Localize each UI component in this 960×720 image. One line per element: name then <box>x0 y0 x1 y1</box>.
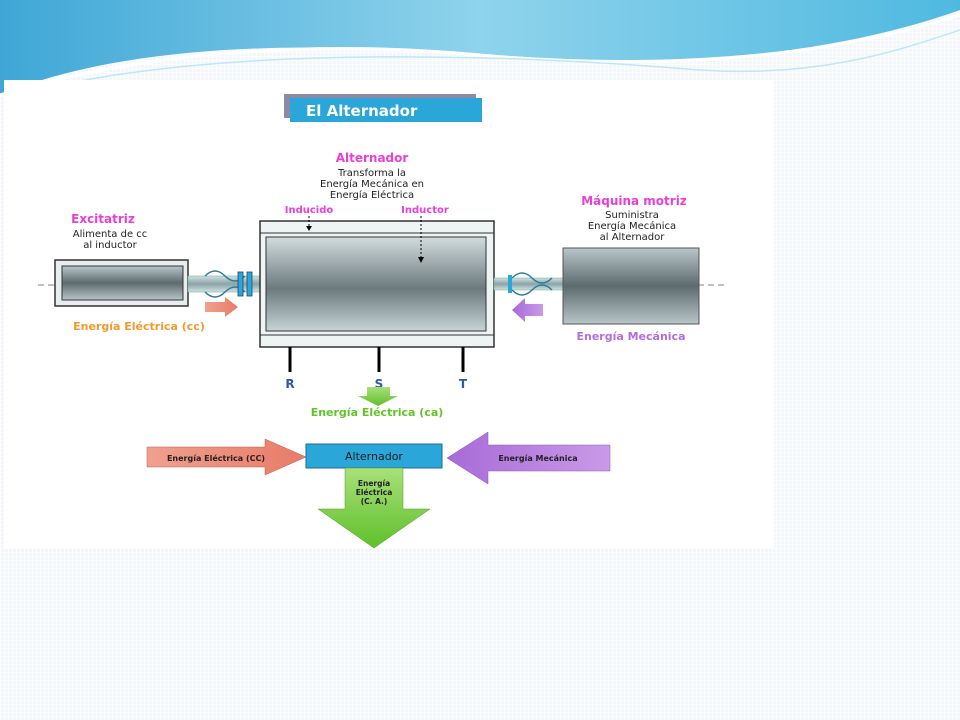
prime-mover-heading: Máquina motriz <box>581 194 687 208</box>
prime-mover-energy-label: Energía Mecánica <box>576 330 685 343</box>
exciter-heading: Excitatriz <box>71 212 135 226</box>
coupling-right <box>511 272 553 296</box>
title-text: El Alternador <box>306 102 418 120</box>
exciter-desc-line-1: Alimenta de cc <box>73 229 148 240</box>
block-down-label-line-2: Eléctrica <box>356 488 393 497</box>
alternator-machine <box>259 220 495 348</box>
terminal-R-label: R <box>285 377 294 391</box>
block-down-arrow <box>317 467 431 549</box>
prime-mover-desc-line-1: Suministra <box>605 210 659 221</box>
slip-ring-2 <box>246 271 253 297</box>
alternator-heading: Alternador <box>336 151 409 165</box>
inducido-pointer-head <box>306 226 312 231</box>
prime-mover-desc-line-2: Energía Mecánica <box>588 220 676 232</box>
inductor-label: Inductor <box>401 205 449 216</box>
block-center-label: Alternador <box>345 450 403 463</box>
block-diagram: Energía Eléctrica (CC) Alternador Energí… <box>146 431 611 549</box>
inducido-label: Inducido <box>285 205 334 216</box>
block-down-label-line-1: Energía <box>358 479 390 488</box>
mechanical-energy-arrow <box>512 298 543 322</box>
prime-mover-desc-line-3: al Alternador <box>600 232 666 243</box>
slip-ring-1 <box>237 271 244 297</box>
block-left-label: Energía Eléctrica (CC) <box>167 453 265 463</box>
terminal-T-label: T <box>459 377 468 391</box>
title-box: El Alternador <box>284 94 482 122</box>
alternator-desc-line-1: Transforma la <box>337 168 406 179</box>
exciter-machine <box>54 259 189 307</box>
alternator-desc-line-3: Energía Eléctrica <box>330 189 414 201</box>
top-wave-decoration <box>0 0 960 97</box>
output-energy-label: Energía Eléctrica (ca) <box>311 406 444 419</box>
alternator-desc-line-2: Energía Mecánica en <box>320 178 424 190</box>
output-energy-arrow <box>358 387 398 406</box>
prime-mover-machine <box>562 247 700 325</box>
block-right-arrow <box>446 431 611 485</box>
inductor-pointer-head <box>418 257 424 263</box>
exciter-energy-arrow <box>205 297 238 317</box>
block-right-label: Energía Mecánica <box>498 454 577 463</box>
shaft-right <box>493 277 565 291</box>
block-left-arrow <box>146 438 307 476</box>
terminals: R S T <box>285 347 468 391</box>
block-center-box <box>305 443 443 469</box>
exciter-energy-label: Energía Eléctrica (cc) <box>73 320 205 333</box>
block-down-label-line-3: (C. A.) <box>361 497 388 506</box>
coupling-ring-right <box>508 275 512 293</box>
terminal-S-label: S <box>375 377 384 391</box>
exciter-desc-line-2: al inductor <box>83 240 137 251</box>
